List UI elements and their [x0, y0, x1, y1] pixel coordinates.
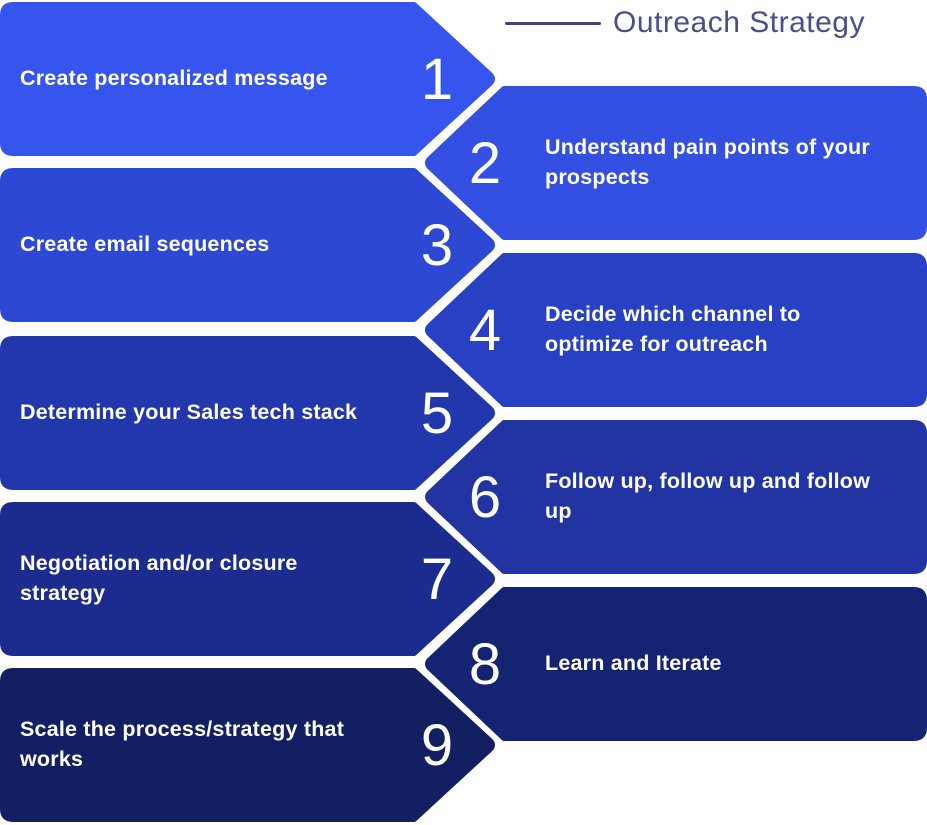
step-label: Follow up, follow up and follow up [545, 469, 871, 523]
step-banner-7: 7 Negotiation and/or closure strategy [0, 502, 500, 656]
step-number: 4 [468, 297, 502, 363]
arrow-right-shape [0, 2, 495, 156]
step-label: Create email sequences [20, 232, 270, 257]
step-label: Create personalized message [20, 66, 328, 91]
arrow-left-shape [425, 587, 927, 741]
step-banner-1: 1 Create personalized message [0, 2, 500, 156]
step-banner-6: 6 Follow up, follow up and follow up [420, 420, 927, 574]
title-row: Outreach Strategy [505, 6, 927, 40]
step-label: Scale the process/strategy that works [20, 717, 345, 771]
step-banner-9: 9 Scale the process/strategy that works [0, 668, 500, 822]
step-banner-5: 5 Determine your Sales tech stack [0, 336, 500, 490]
step-label: Negotiation and/or closure strategy [20, 551, 298, 605]
arrow-left-shape [425, 253, 927, 407]
step-number: 6 [468, 464, 502, 530]
arrow-right-shape [0, 502, 495, 656]
arrow-left-shape [425, 420, 927, 574]
arrow-right-shape [0, 168, 495, 322]
title-decorative-line [505, 21, 601, 25]
step-number: 9 [420, 712, 454, 778]
arrow-right-shape [0, 668, 495, 822]
step-label: Learn and Iterate [545, 651, 722, 676]
step-label: Decide which channel to optimize for out… [545, 302, 801, 356]
step-banner-8: 8 Learn and Iterate [420, 587, 927, 741]
step-number: 1 [420, 46, 454, 112]
step-banner-4: 4 Decide which channel to optimize for ou… [420, 253, 927, 407]
step-number: 8 [468, 631, 502, 697]
step-label: Determine your Sales tech stack [20, 400, 358, 425]
step-banner-2: 2 Understand pain points of your prospect… [420, 86, 927, 240]
step-banner-3: 3 Create email sequences [0, 168, 500, 322]
page-title: Outreach Strategy [613, 6, 865, 39]
step-number: 2 [468, 130, 502, 196]
arrow-left-shape [425, 86, 927, 240]
step-number: 7 [420, 546, 454, 612]
arrow-right-shape [0, 336, 495, 490]
step-label: Understand pain points of your prospects [545, 135, 870, 189]
step-number: 3 [420, 212, 454, 278]
step-number: 5 [420, 380, 454, 446]
